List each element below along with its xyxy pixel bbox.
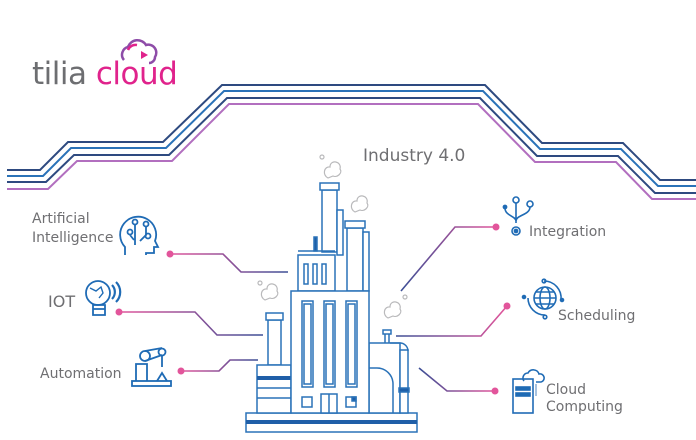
cloud-server-icon [512,369,545,414]
connector-cloud [418,367,495,392]
circuit-wires [7,84,696,200]
label-cloud-line1: Cloud [546,382,586,398]
label-ai-line1: Artificial [32,211,90,227]
tilia-cloud-logo: tilia cloud [32,56,178,92]
connector-integration [400,226,496,292]
globe-cycle-icon [521,278,565,320]
connector-automation [181,359,258,372]
factory-illustration [245,182,418,433]
label-automation: Automation [40,366,122,382]
ai-head-icon [119,215,160,255]
wire-4 [7,103,696,200]
connector-scheduling [396,305,508,337]
logo-word-cloud: cloud [95,56,178,92]
robot-arm-icon [131,347,172,387]
connector-dot [503,302,511,310]
label-iot: IOT [48,292,76,311]
wire-1 [7,84,696,181]
wire-2 [7,90,696,187]
connector-dot [115,308,123,316]
connector-dot [491,387,499,395]
diagram-title: Industry 4.0 [363,146,466,166]
label-scheduling: Scheduling [558,308,636,324]
connector-ai [170,253,288,273]
label-ai-line2: Intelligence [32,230,114,246]
logo-word-tilia: tilia [32,56,87,92]
label-cloud-line2: Computing [546,399,623,415]
wire-3 [7,97,696,194]
usb-integration-icon [502,196,534,236]
logo-cloud-icon [120,38,158,65]
label-integration: Integration [529,224,607,240]
connector-dot [166,250,174,258]
connector-dot [177,367,185,375]
connector-iot [119,311,263,336]
iot-bulb-icon [85,280,122,316]
connector-dot [492,223,500,231]
smoke-icons [257,154,408,319]
